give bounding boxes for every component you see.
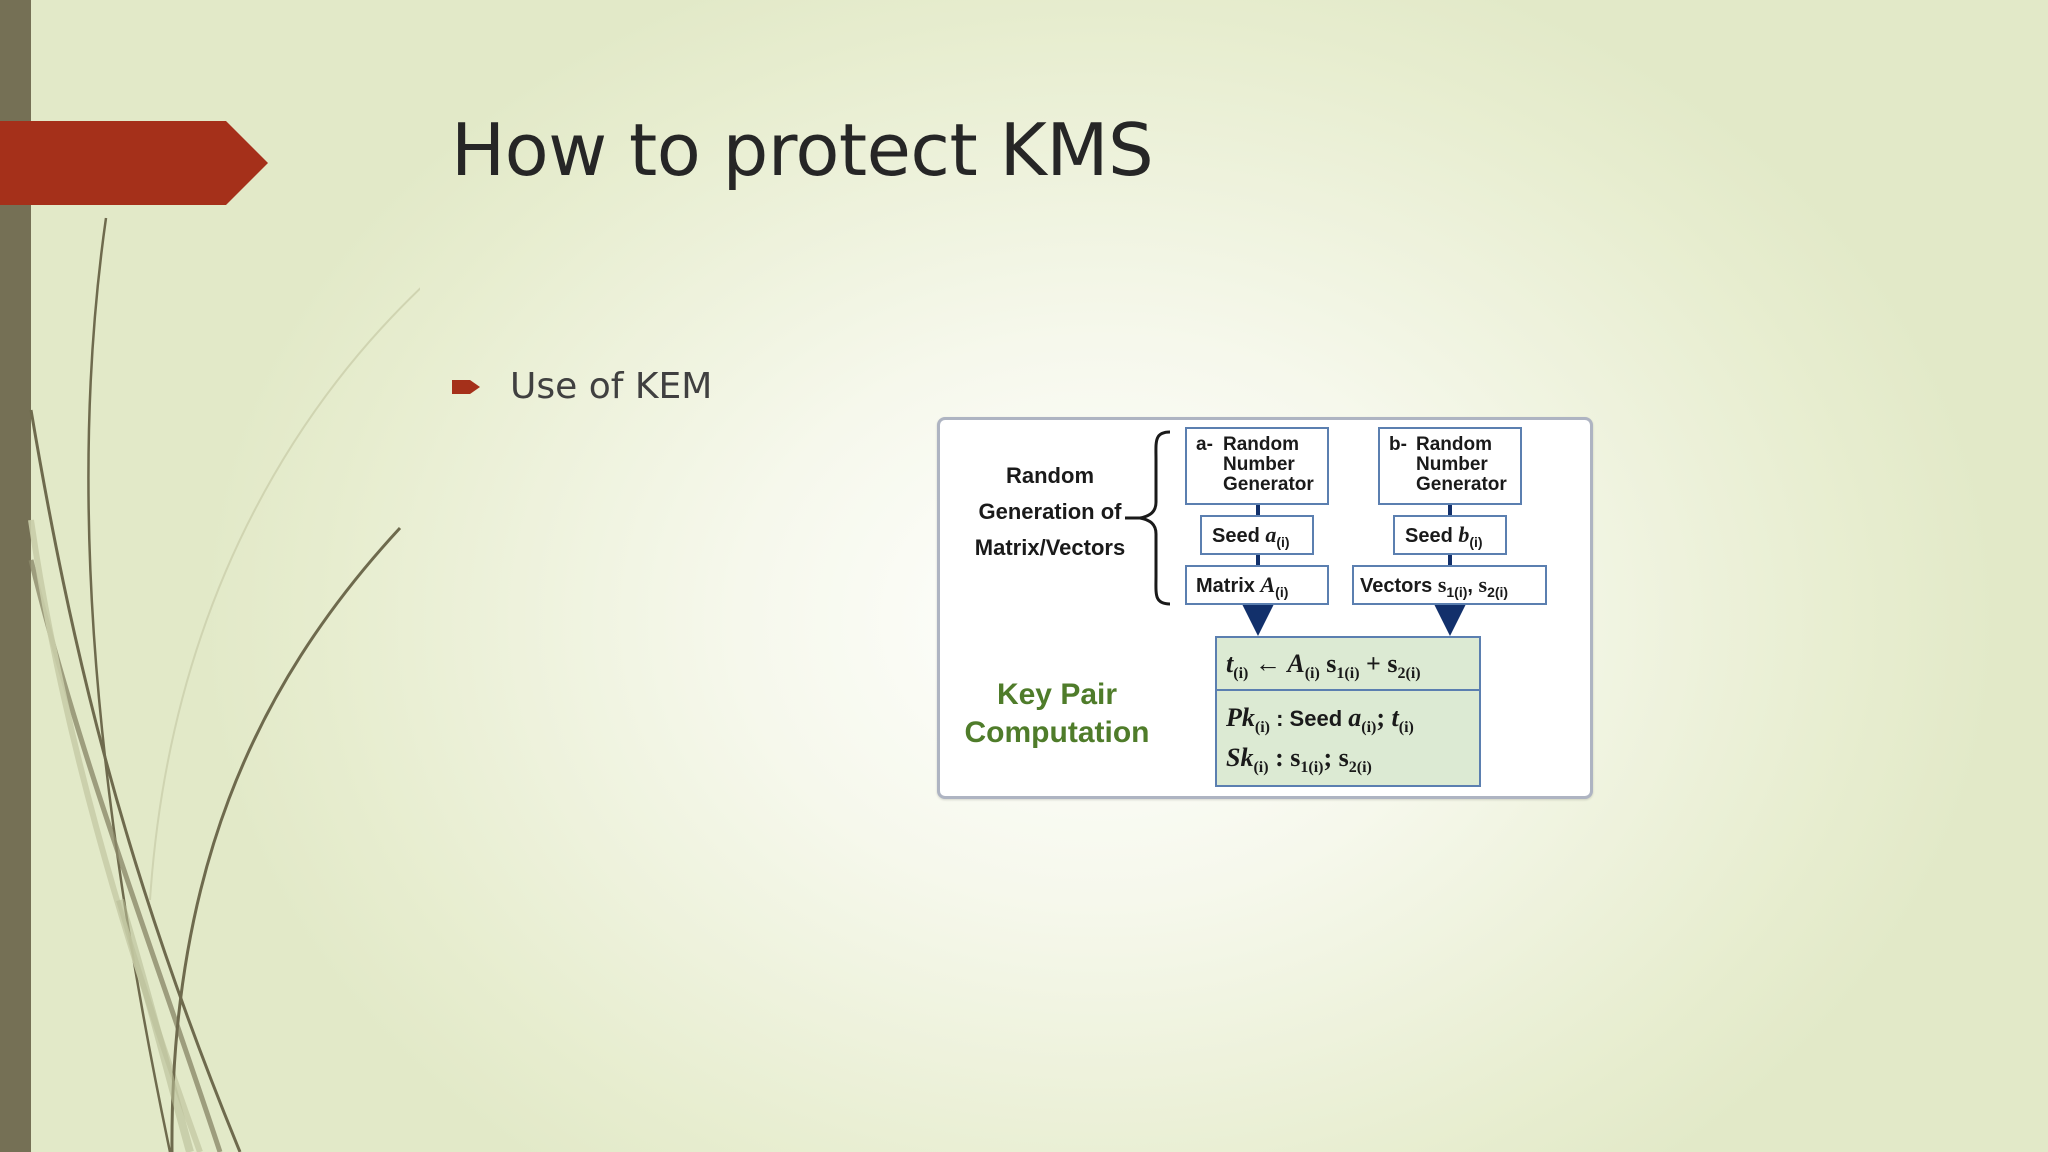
svg-text:Generator: Generator xyxy=(1223,474,1314,495)
svg-text:Matrix A(i): Matrix A(i) xyxy=(1196,572,1288,600)
key-pair-label-1: Key Pair xyxy=(997,678,1117,711)
svg-text:Random: Random xyxy=(1223,434,1299,455)
svg-text:Generator: Generator xyxy=(1416,474,1507,495)
svg-text:Number: Number xyxy=(1416,454,1488,475)
curly-brace xyxy=(1140,432,1170,604)
matrix-box: Matrix A(i) xyxy=(1186,566,1328,604)
random-gen-label-1: Random xyxy=(1006,463,1094,488)
keypair-result-box: Pk(i) : Seed a(i); t(i) Sk(i) : s1(i); s… xyxy=(1216,690,1480,786)
seed-a-box: Seed a(i) xyxy=(1201,516,1313,554)
arrow-bullet-icon xyxy=(452,378,482,396)
equation-box: t(i) ← A(i) s1(i) + s2(i) xyxy=(1216,637,1480,690)
svg-text:a-: a- xyxy=(1196,434,1213,455)
key-pair-label-2: Computation xyxy=(965,716,1150,749)
slide-title: How to protect KMS xyxy=(451,108,1153,192)
rng-b-box: b- Random Number Generator xyxy=(1379,428,1521,504)
svg-text:Random: Random xyxy=(1416,434,1492,455)
title-accent-tab xyxy=(0,121,268,205)
bullet-text: Use of KEM xyxy=(510,366,712,407)
vectors-box: Vectors s1(i), s2(i) xyxy=(1353,566,1546,604)
svg-text:Vectors s1(i), s2(i): Vectors s1(i), s2(i) xyxy=(1360,572,1508,600)
rng-a-box: a- Random Number Generator xyxy=(1186,428,1328,504)
random-gen-label-3: Matrix/Vectors xyxy=(975,535,1125,560)
seed-b-box: Seed b(i) xyxy=(1394,516,1506,554)
bullet-item: Use of KEM xyxy=(452,366,712,407)
svg-text:t(i) ← A(i) s1(i) + s2(i): t(i) ← A(i) s1(i) + s2(i) xyxy=(1226,649,1421,682)
svg-text:Number: Number xyxy=(1223,454,1295,475)
random-gen-label-2: Generation of xyxy=(978,499,1122,524)
kem-diagram: Random Generation of Matrix/Vectors Key … xyxy=(937,417,1593,799)
svg-text:b-: b- xyxy=(1389,434,1407,455)
